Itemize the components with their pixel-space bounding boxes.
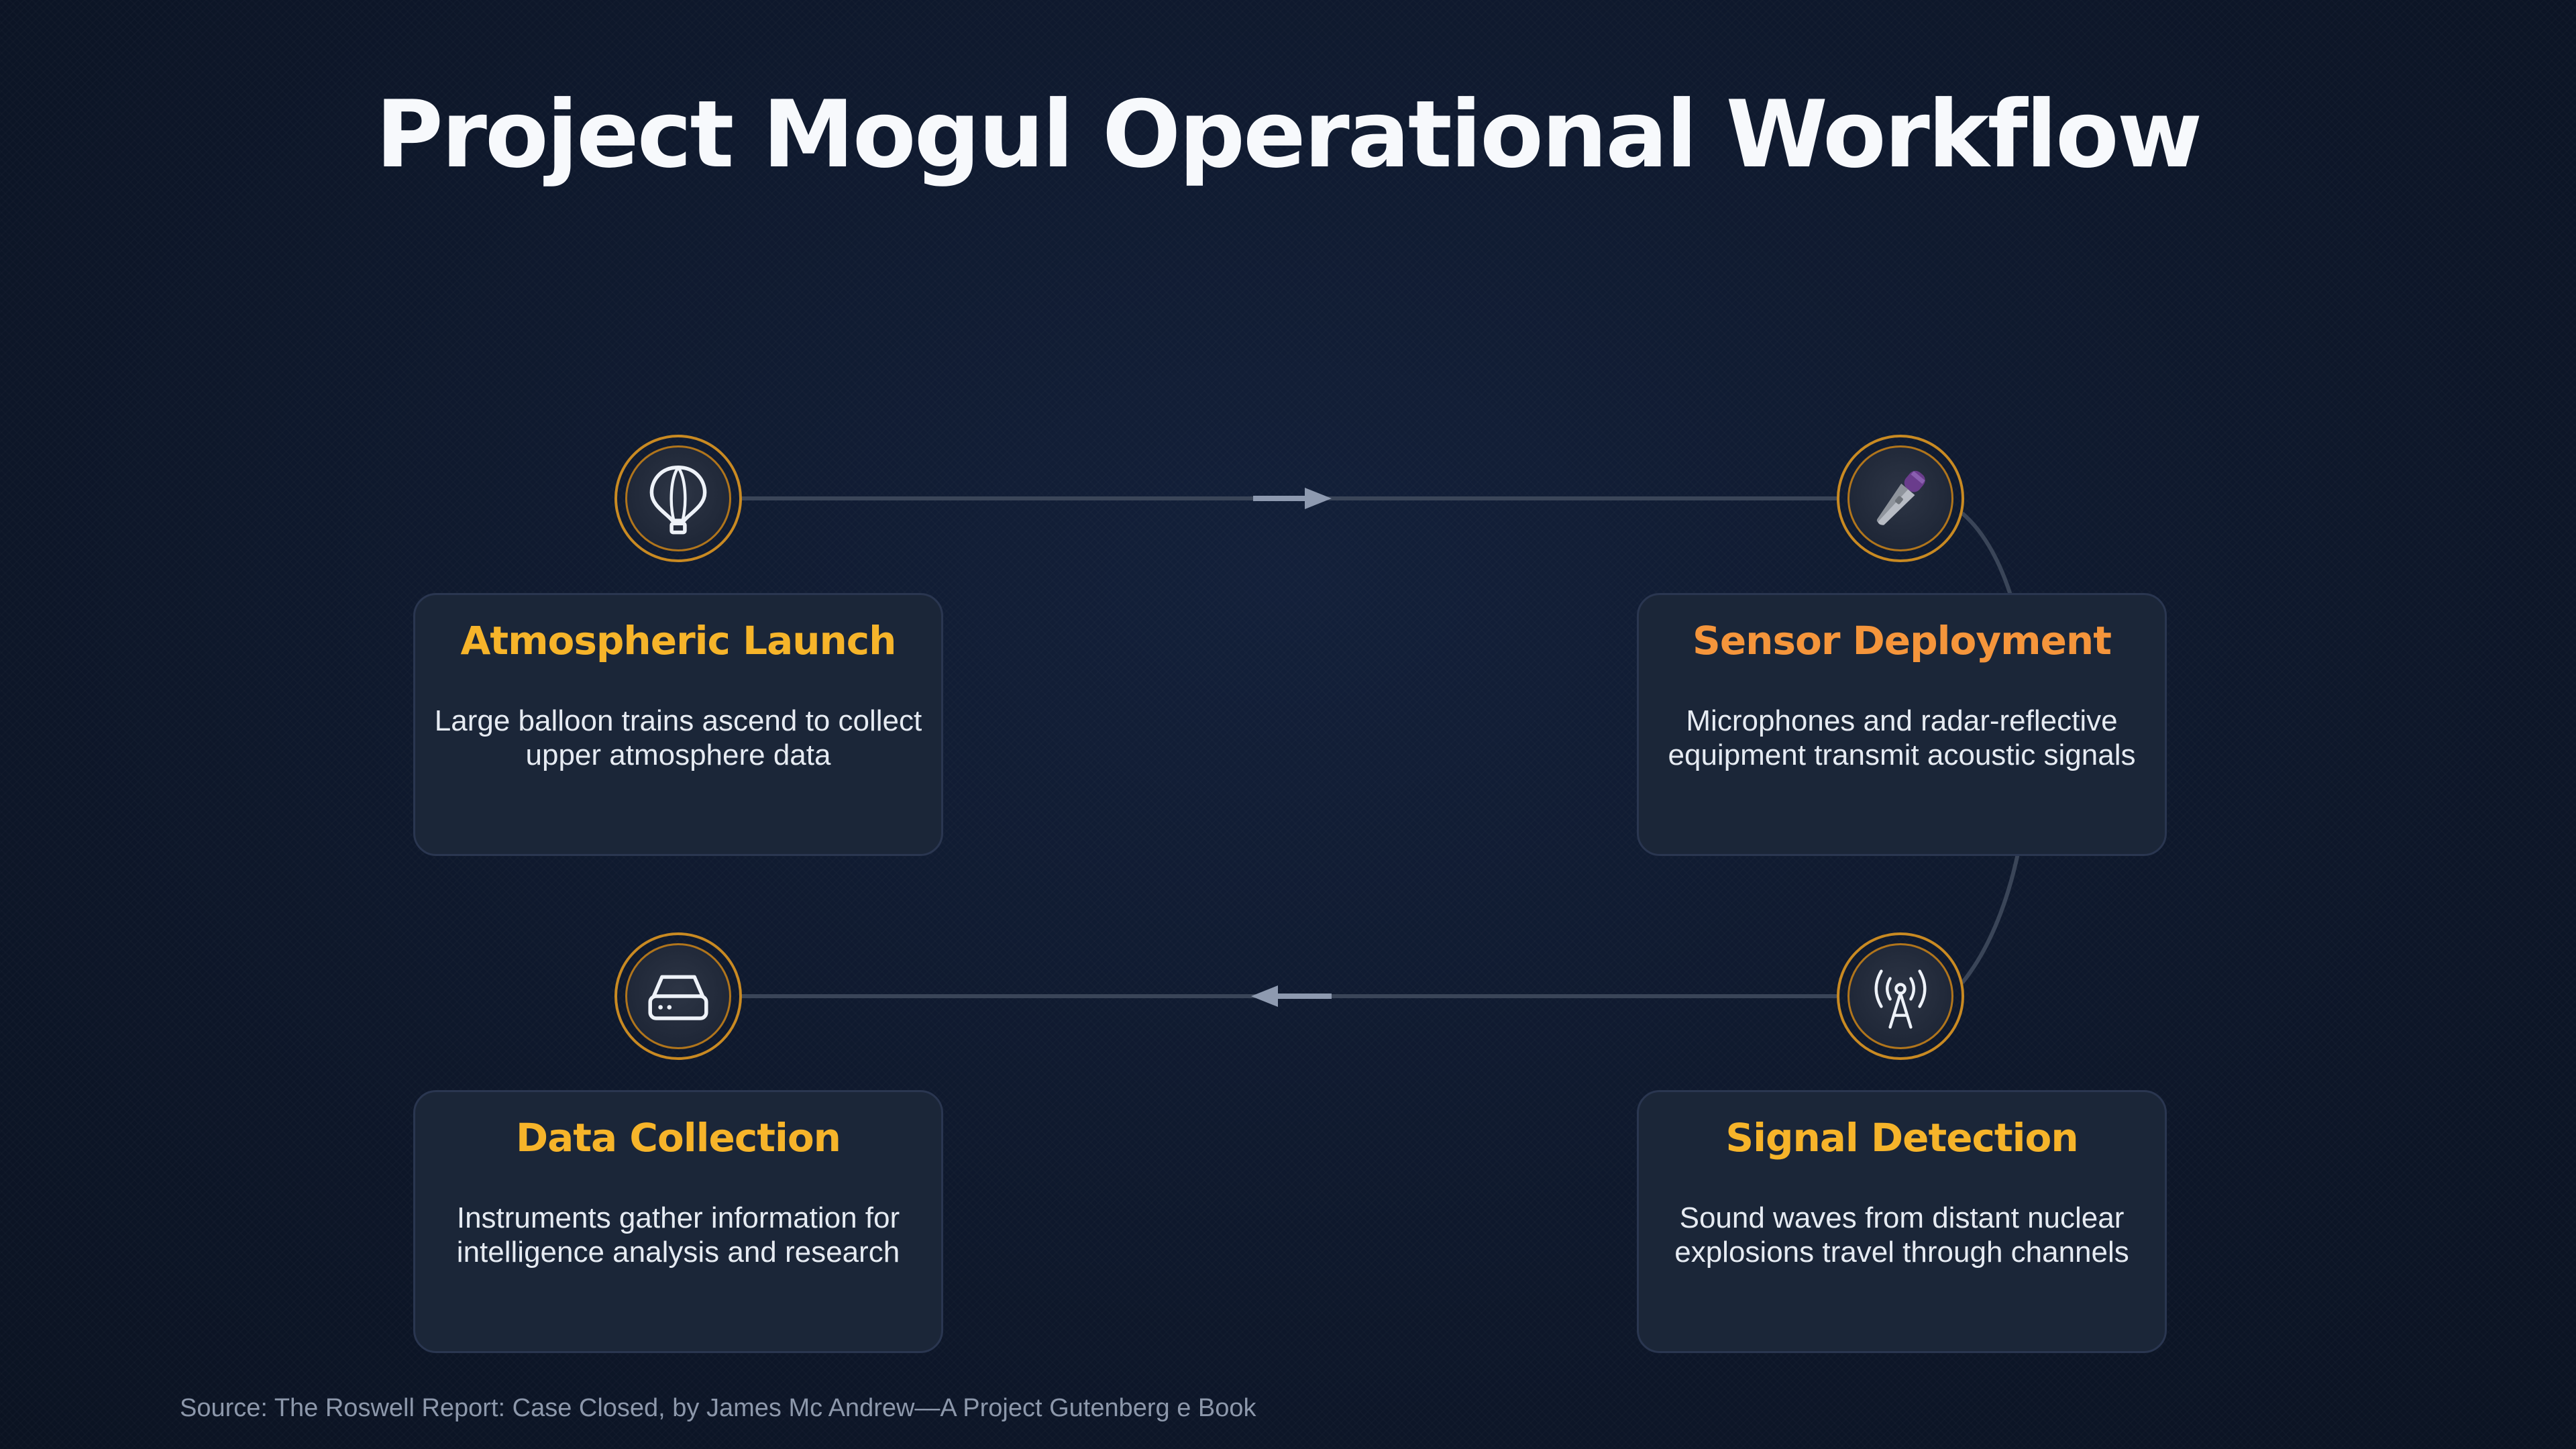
microphone-icon <box>1876 470 1925 525</box>
step-description: Large balloon trains ascend to collect u… <box>434 704 922 771</box>
page-title: Project Mogul Operational Workflow <box>375 80 2202 189</box>
step-card-data-collection: Data Collection Instruments gather infor… <box>413 1090 943 1353</box>
source-citation: Source: The Roswell Report: Case Closed,… <box>180 1394 1256 1422</box>
step-card-signal-detection: Signal Detection Sound waves from distan… <box>1637 1090 2167 1353</box>
step-card-sensor-deployment: Sensor Deployment Microphones and radar-… <box>1637 593 2167 856</box>
step-node-sensor-deployment <box>1837 435 1964 562</box>
step-title: Atmospheric Launch <box>460 618 897 663</box>
step-node-atmospheric-launch <box>614 435 742 562</box>
step-card-atmospheric-launch: Atmospheric Launch Large balloon trains … <box>413 593 943 856</box>
storage-drive-icon <box>648 975 708 1020</box>
step-description: Microphones and radar-reflective equipme… <box>1668 704 2136 771</box>
step-title: Sensor Deployment <box>1693 618 2112 663</box>
arrow-right-icon <box>1253 488 1332 509</box>
step-node-data-collection <box>614 932 742 1060</box>
step-node-signal-detection <box>1837 932 1964 1060</box>
step-title: Data Collection <box>516 1115 841 1161</box>
step-description: Instruments gather information for intel… <box>456 1201 900 1269</box>
arrow-left-icon <box>1251 985 1332 1007</box>
broadcast-tower-icon <box>1874 969 1927 1029</box>
step-description: Sound waves from distant nuclear explosi… <box>1674 1201 2129 1269</box>
step-title: Signal Detection <box>1725 1115 2078 1161</box>
hot-air-balloon-icon <box>649 466 707 535</box>
